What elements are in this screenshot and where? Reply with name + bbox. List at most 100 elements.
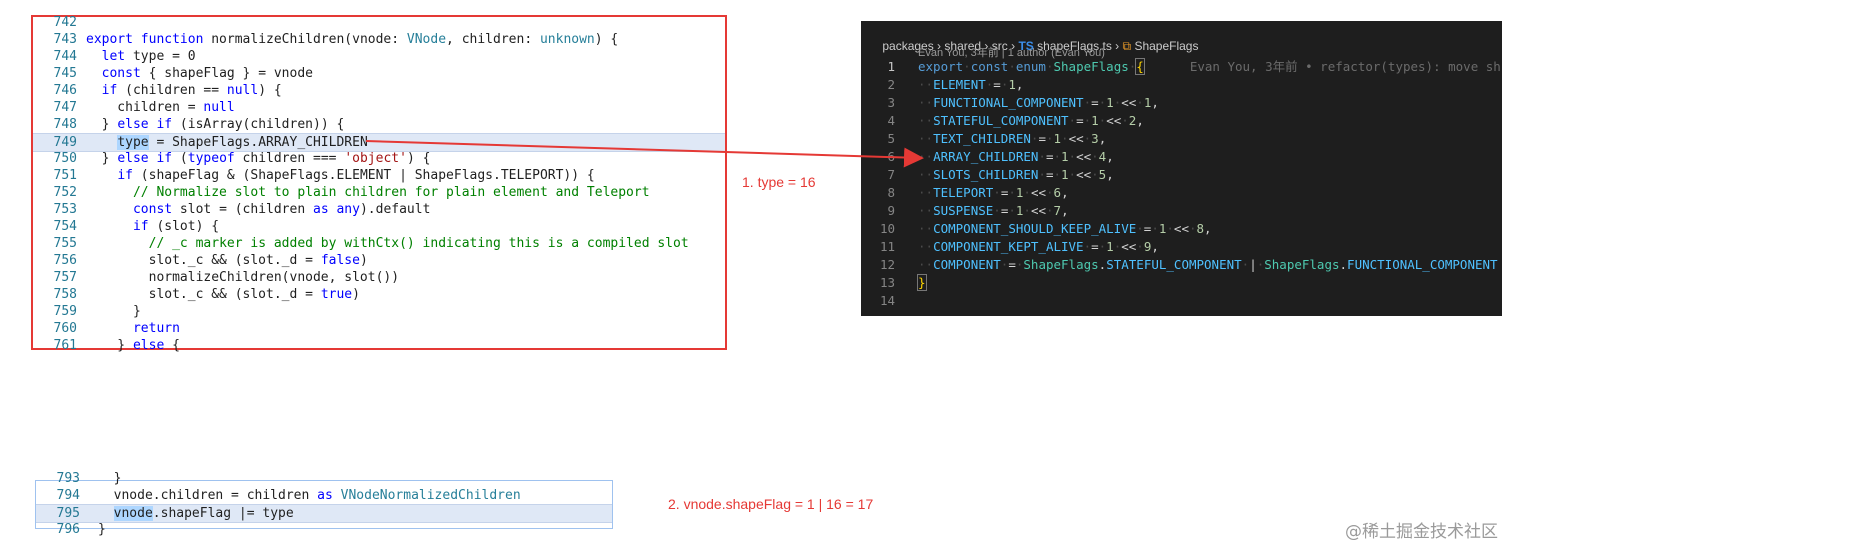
code-line-754[interactable]: 754 if (slot) { — [33, 218, 725, 235]
line-code: children = null — [86, 99, 234, 116]
code-line-752[interactable]: 752 // Normalize slot to plain children … — [33, 184, 725, 201]
enum-line-3[interactable]: 3··FUNCTIONAL_COMPONENT·=·1·<<·1, — [861, 94, 1861, 112]
code-token: 1 — [1015, 203, 1024, 218]
code-line-794[interactable]: 794 vnode.children = children as VNodeNo… — [36, 487, 612, 504]
blame-header[interactable]: Evan You, 3年前 | 1 author (Evan You) — [918, 47, 1105, 59]
code-line-747[interactable]: 747 children = null — [33, 99, 725, 116]
enum-line-14[interactable]: 14 — [861, 292, 1861, 310]
line-code: ··COMPONENT_KEPT_ALIVE·=·1·<<·9, — [918, 238, 1159, 256]
breadcrumb-packages[interactable]: packages — [882, 39, 934, 53]
code-token: VNodeNormalizedChildren — [340, 488, 521, 503]
enum-line-11[interactable]: 11··COMPONENT_KEPT_ALIVE·=·1·<<·9, — [861, 238, 1861, 256]
code-token: · — [1128, 59, 1137, 74]
code-line-796[interactable]: 796} — [36, 521, 612, 538]
code-token: (children == — [117, 83, 227, 98]
right-code-editor[interactable]: packages › shared › src › TS shapeFlags.… — [861, 21, 1502, 316]
code-token: ELEMENT — [933, 77, 986, 92]
code-line-795[interactable]: 795 vnode.shapeFlag |= type — [36, 504, 612, 523]
line-number: 11 — [879, 239, 895, 254]
code-token: // Normalize slot to plain children for … — [132, 185, 650, 200]
enum-line-5[interactable]: 5··TEXT_CHILDREN·=·1·<<·3, — [861, 130, 1861, 148]
code-token: · — [1008, 185, 1016, 200]
code-token: COMPONENT_KEPT_ALIVE — [933, 239, 1084, 254]
code-token: · — [1061, 131, 1069, 146]
line-number: 760 — [53, 321, 77, 336]
code-token: } — [98, 522, 106, 537]
line-number: 752 — [53, 185, 77, 200]
code-token: << — [1030, 203, 1046, 218]
code-line-759[interactable]: 759 } — [33, 303, 725, 320]
code-token: · — [993, 203, 1001, 218]
code-token: normalizeChildren(vnode: — [211, 32, 407, 47]
enum-line-2[interactable]: 2··ELEMENT·=·1, — [861, 76, 1861, 94]
code-line-756[interactable]: 756 slot._c && (slot._d = false) — [33, 252, 725, 269]
code-token: ShapeFlags — [1023, 257, 1099, 272]
code-line-750[interactable]: 750 } else if (typeof children === 'obje… — [33, 150, 725, 167]
breadcrumb-src[interactable]: src — [991, 39, 1008, 53]
breadcrumb-file[interactable]: shapeFlags.ts — [1037, 39, 1112, 53]
breadcrumb-symbol[interactable]: ShapeFlags — [1134, 39, 1199, 53]
code-line-748[interactable]: 748 } else if (isArray(children)) { — [33, 116, 725, 133]
code-token: ·· — [918, 95, 934, 110]
breadcrumb-shared[interactable]: shared — [944, 39, 982, 53]
code-token: (slot) { — [148, 219, 220, 234]
line-code: // _c marker is added by withCtx() indic… — [86, 235, 689, 252]
typescript-file-icon: TS — [1018, 39, 1034, 53]
code-token: , — [1106, 167, 1114, 182]
code-token: | — [1249, 257, 1257, 272]
line-code: // Normalize slot to plain children for … — [86, 184, 650, 201]
line-number: 3 — [887, 95, 895, 110]
code-line-761[interactable]: 761 } else { — [33, 337, 725, 354]
enum-line-10[interactable]: 10··COMPONENT_SHOULD_KEEP_ALIVE·=·1·<<·8… — [861, 220, 1861, 238]
enum-line-9[interactable]: 9··SUSPENSE·=·1·<<·7, — [861, 202, 1861, 220]
code-token: } — [98, 471, 122, 486]
code-token: 1 — [1106, 95, 1114, 110]
code-line-751[interactable]: 751 if (shapeFlag & (ShapeFlags.ELEMENT … — [33, 167, 725, 184]
code-line-742[interactable]: 742 — [33, 14, 725, 31]
code-token: · — [1000, 77, 1009, 92]
code-token: .shapeFlag |= type — [152, 506, 294, 521]
inline-blame[interactable]: Evan You, 3年前 • refactor(types): move sh — [1189, 59, 1501, 74]
code-token: · — [1136, 95, 1144, 110]
line-code: const slot = (children as any).default — [86, 201, 430, 218]
code-token: return — [132, 321, 180, 336]
enum-line-8[interactable]: 8··TELEPORT·=·1·<<·6, — [861, 184, 1861, 202]
line-code: const { shapeFlag } = vnode — [86, 65, 313, 82]
code-token: 1 — [1053, 131, 1062, 146]
code-line-760[interactable]: 760 return — [33, 320, 725, 337]
enum-line-7[interactable]: 7··SLOTS_CHILDREN·=·1·<<·5, — [861, 166, 1861, 184]
line-number: 4 — [887, 113, 895, 128]
code-token: ·· — [918, 257, 934, 272]
code-line-793[interactable]: 793 } — [36, 470, 612, 487]
enum-line-4[interactable]: 4··STATEFUL_COMPONENT·=·1·<<·2, — [861, 112, 1861, 130]
code-token: · — [1053, 149, 1062, 164]
code-token: · — [1098, 239, 1107, 254]
line-code: ··TEXT_CHILDREN·=·1·<<·3, — [918, 130, 1106, 148]
code-token: · — [1015, 257, 1024, 272]
code-token: · — [1136, 221, 1144, 236]
bottom-code-editor[interactable]: 793 }794 vnode.children = children as VN… — [35, 471, 613, 537]
code-token: << — [1173, 221, 1189, 236]
enum-line-13[interactable]: 13} — [861, 274, 1861, 292]
code-token: · — [1098, 113, 1107, 128]
line-code: return — [86, 320, 180, 337]
code-line-758[interactable]: 758 slot._c && (slot._d = true) — [33, 286, 725, 303]
code-line-746[interactable]: 746 if (children == null) { — [33, 82, 725, 99]
code-token: STATEFUL_COMPONENT — [1106, 257, 1242, 272]
code-line-757[interactable]: 757 normalizeChildren(vnode, slot()) — [33, 269, 725, 286]
code-token: ·· — [918, 185, 934, 200]
code-line-745[interactable]: 745 const { shapeFlag } = vnode — [33, 65, 725, 82]
code-token: const — [132, 202, 173, 217]
code-token: · — [1068, 113, 1077, 128]
enum-line-6[interactable]: 6··ARRAY_CHILDREN·=·1·<<·4, — [861, 148, 1861, 166]
code-line-744[interactable]: 744 let type = 0 — [33, 48, 725, 65]
code-line-753[interactable]: 753 const slot = (children as any).defau… — [33, 201, 725, 218]
code-token: = — [993, 77, 1001, 92]
enum-line-12[interactable]: 12··COMPONENT·=·ShapeFlags.STATEFUL_COMP… — [861, 256, 1861, 274]
code-token: ·· — [918, 167, 934, 182]
code-line-755[interactable]: 755 // _c marker is added by withCtx() i… — [33, 235, 725, 252]
code-token: COMPONENT — [933, 257, 1001, 272]
